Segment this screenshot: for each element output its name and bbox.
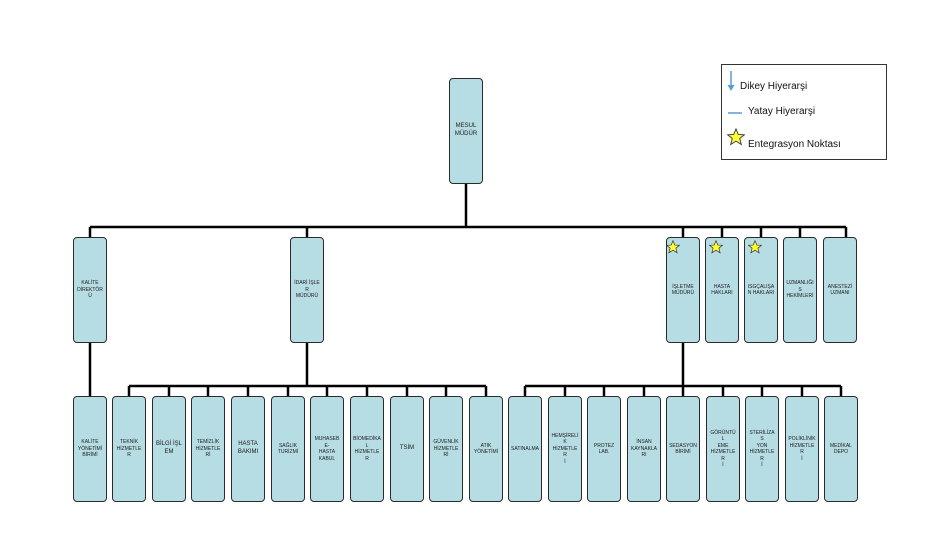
node-mesul-mudur[interactable]: MESUL MÜDÜR xyxy=(449,78,483,184)
node-sterilizasyon-hizmetleri[interactable]: STERİLİZAS YON HİZMETLER İ xyxy=(745,396,779,502)
node-label: GÜVENLİK HİZMETLERİ xyxy=(433,439,459,459)
node-bilgi-islem[interactable]: BİLGİ İŞLEM xyxy=(152,396,186,502)
node-label: BİLGİ İŞLEM xyxy=(155,441,182,455)
node-idari-isler[interactable]: İDARİ İŞLER MÜDÜRÜ xyxy=(290,237,324,343)
node-kalite-yonetimi[interactable]: KALİTE YÖNETİMİ BİRİMİ xyxy=(73,396,107,502)
legend-integration-label: Entegrasyon Noktası xyxy=(748,139,841,150)
node-medikal-depo[interactable]: MEDİKAL DEPO xyxy=(824,396,858,502)
node-label: SATINALMA xyxy=(511,445,539,452)
node-saglik-turizmi[interactable]: SAĞLIK TURİZMİ xyxy=(271,396,305,502)
node-sedasyon-birimi[interactable]: SEDASYON BİRİMİ xyxy=(666,396,700,502)
node-muhasebe-hasta-kabul[interactable]: MUHASEBE- HASTA KABUL xyxy=(310,396,344,502)
node-label: MEDİKAL DEPO xyxy=(830,442,852,456)
node-label: SAĞLIK TURİZMİ xyxy=(277,442,299,456)
node-label: TEKNİK HİZMETLER xyxy=(116,439,142,459)
vertical-arrow-icon xyxy=(727,71,735,91)
node-label: PROTEZ LAB. xyxy=(593,442,615,456)
node-isg-calisan-haklari[interactable]: ISGÇALIŞA N HAKLARI xyxy=(744,237,778,343)
node-label: ATIK YÖNETİMİ xyxy=(473,442,499,456)
node-isletme-muduru[interactable]: İŞLETME MÜDÜRÜ xyxy=(666,237,700,343)
node-label: HASTA BAKIMI xyxy=(237,441,259,455)
node-insan-kaynaklari[interactable]: İNSAN KAYNAKLA RI xyxy=(627,396,661,502)
integration-star-icon xyxy=(709,240,723,254)
node-temizlik-hizmetleri[interactable]: TEMİZLİK HİZMETLERİ xyxy=(191,396,225,502)
node-label: ANESTEZİ UZMANI xyxy=(827,283,853,297)
node-label: POLİKLİNİK HİZMETLER İ xyxy=(788,436,816,462)
node-label: STERİLİZAS YON HİZMETLER İ xyxy=(749,429,775,469)
node-label: KALİTE YÖNETİMİ BİRİMİ xyxy=(77,439,103,459)
legend: Dikey Hiyerarşi Yatay Hiyerarşi Entegras… xyxy=(721,64,887,160)
horizontal-line-icon xyxy=(728,112,742,114)
node-label: KALİTE DİREKTÖRÜ xyxy=(77,280,103,300)
node-label: BİOMEDİKAL HİZMETLER xyxy=(353,436,381,462)
node-hemsirelik-hizmetleri[interactable]: HEMŞİRELİ K HİZMETLER İ xyxy=(548,396,582,502)
node-protez-lab[interactable]: PROTEZ LAB. xyxy=(587,396,621,502)
node-uzman-hekimler[interactable]: UZMANLIĞI S HEKİMLERİ xyxy=(783,237,817,343)
node-anestezi-uzmani[interactable]: ANESTEZİ UZMANI xyxy=(823,237,857,343)
node-label: UZMANLIĞI S HEKİMLERİ xyxy=(786,280,814,300)
node-label: İŞLETME MÜDÜRÜ xyxy=(671,283,695,297)
node-satinalma[interactable]: SATINALMA xyxy=(508,396,542,502)
node-label: TSİM xyxy=(399,445,415,452)
node-label: İNSAN KAYNAKLA RI xyxy=(630,439,658,459)
node-label: HEMŞİRELİ K HİZMETLER İ xyxy=(551,432,579,465)
integration-star-icon xyxy=(748,240,762,254)
node-guvenlik-hizmetleri[interactable]: GÜVENLİK HİZMETLERİ xyxy=(429,396,463,502)
node-label: MUHASEBE- HASTA KABUL xyxy=(314,436,340,462)
node-teknik-hizmetler[interactable]: TEKNİK HİZMETLER xyxy=(112,396,146,502)
node-hasta-haklari[interactable]: HASTA HAKLARI xyxy=(705,237,739,343)
node-poliklinik-hizmetleri[interactable]: POLİKLİNİK HİZMETLER İ xyxy=(785,396,819,502)
integration-star-icon xyxy=(666,240,680,254)
node-label: GÖRÜNTÜL EME HİZMETLER İ xyxy=(710,429,736,469)
node-label: SEDASYON BİRİMİ xyxy=(669,442,697,456)
node-atik-yonetimi[interactable]: ATIK YÖNETİMİ xyxy=(469,396,503,502)
node-label: MESUL MÜDÜR xyxy=(454,123,478,137)
node-kalite-direktoru[interactable]: KALİTE DİREKTÖRÜ xyxy=(73,237,107,343)
node-label: HASTA HAKLARI xyxy=(711,283,733,297)
integration-star-icon xyxy=(727,128,745,146)
node-label: İDARİ İŞLER MÜDÜRÜ xyxy=(294,280,320,300)
node-tsim[interactable]: TSİM xyxy=(390,396,424,502)
node-biomedikal-hizmetler[interactable]: BİOMEDİKAL HİZMETLER xyxy=(350,396,384,502)
legend-vertical-label: Dikey Hiyerarşi xyxy=(740,81,808,92)
node-label: TEMİZLİK HİZMETLERİ xyxy=(195,439,221,459)
node-hasta-bakimi[interactable]: HASTA BAKIMI xyxy=(231,396,265,502)
legend-horizontal-label: Yatay Hiyerarşi xyxy=(748,106,816,117)
node-goruntuleme-hizmetleri[interactable]: GÖRÜNTÜL EME HİZMETLER İ xyxy=(706,396,740,502)
node-label: ISGÇALIŞA N HAKLARI xyxy=(747,283,775,297)
